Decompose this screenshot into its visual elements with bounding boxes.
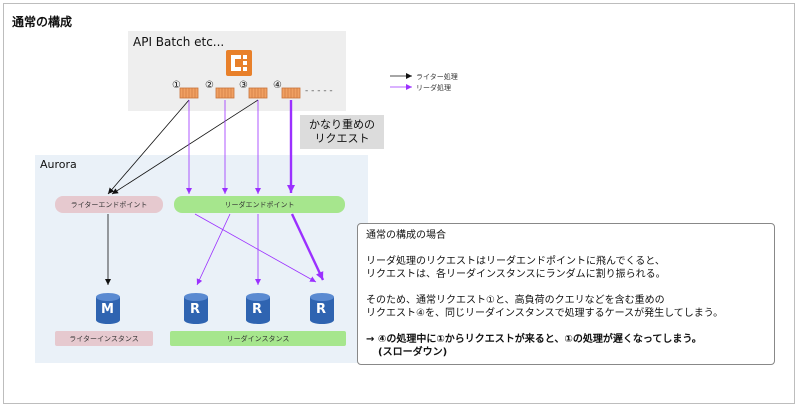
note-p3-line2: (スローダウン) [378, 347, 448, 358]
legend-writer-label: ライター処理 [416, 73, 458, 81]
reader-db-letter-3: R [316, 302, 327, 317]
writer-endpoint: ライターエンドポイント [55, 196, 163, 213]
writer-instance-label: ライターインスタンス [55, 331, 153, 346]
writer-arrow-3 [111, 99, 259, 195]
reader-db-icon-1 [184, 293, 208, 324]
request-block-3 [248, 87, 268, 99]
request-label-4: ④ [273, 80, 282, 91]
note-p2-line1: そのため、通常リクエスト①と、高負荷のクエリなどを含む重めの [366, 294, 665, 306]
callout-line-1: かなり重めの [309, 118, 375, 131]
callout-line-2: リクエスト [314, 132, 370, 145]
request-ellipsis: - - - - - [305, 86, 333, 96]
note-p3-line1: → ④の処理中に①からリクエストが来ると、①の処理が遅くなってしまう。 [366, 333, 702, 345]
reader-to-r3-arrow [194, 213, 317, 283]
reader-instance-label: リーダインスタンス [170, 331, 346, 346]
reader-db-letter-2: R [252, 302, 263, 317]
request-label-3: ③ [239, 80, 248, 91]
reader-to-r1-arrow [196, 213, 231, 286]
heavy-to-r3-arrow [290, 213, 325, 281]
master-db-icon [96, 293, 120, 324]
reader-db-icon-2 [246, 293, 270, 324]
request-label-1: ① [172, 80, 181, 91]
reader-endpoint: リーダエンドポイント [174, 196, 345, 213]
note-heading: 通常の構成の場合 [366, 230, 446, 241]
api-batch-label: API Batch etc... [133, 35, 225, 49]
heavy-request-callout: かなり重めのリクエスト [300, 115, 384, 149]
writer-arrow-1 [107, 99, 190, 195]
explanation-note: 通常の構成の場合 リーダ処理のリクエストはリーダエンドポイントに飛んでくると、 … [357, 223, 775, 365]
aurora-label: Aurora [40, 158, 77, 171]
note-p2-line2: リクエスト④を、同じリーダインスタンスで処理するケースが発生してしまう。 [366, 308, 724, 319]
reader-db-letter-1: R [190, 302, 201, 317]
request-block-1 [179, 87, 199, 99]
legend-reader-label: リーダ処理 [416, 84, 451, 92]
page-title: 通常の構成 [12, 15, 73, 29]
note-p1-line2: リクエストは、各リーダインスタンスにランダムに割り振られる。 [366, 269, 666, 280]
note-p1-line1: リーダ処理のリクエストはリーダエンドポイントに飛んでくると、 [366, 255, 665, 267]
aws-batch-icon [226, 50, 252, 76]
request-label-2: ② [205, 80, 214, 91]
request-block-2 [215, 87, 235, 99]
request-block-4 [281, 87, 301, 99]
reader-db-icon-3 [310, 293, 334, 324]
diagram-frame [3, 3, 795, 404]
master-db-letter: M [101, 302, 114, 317]
